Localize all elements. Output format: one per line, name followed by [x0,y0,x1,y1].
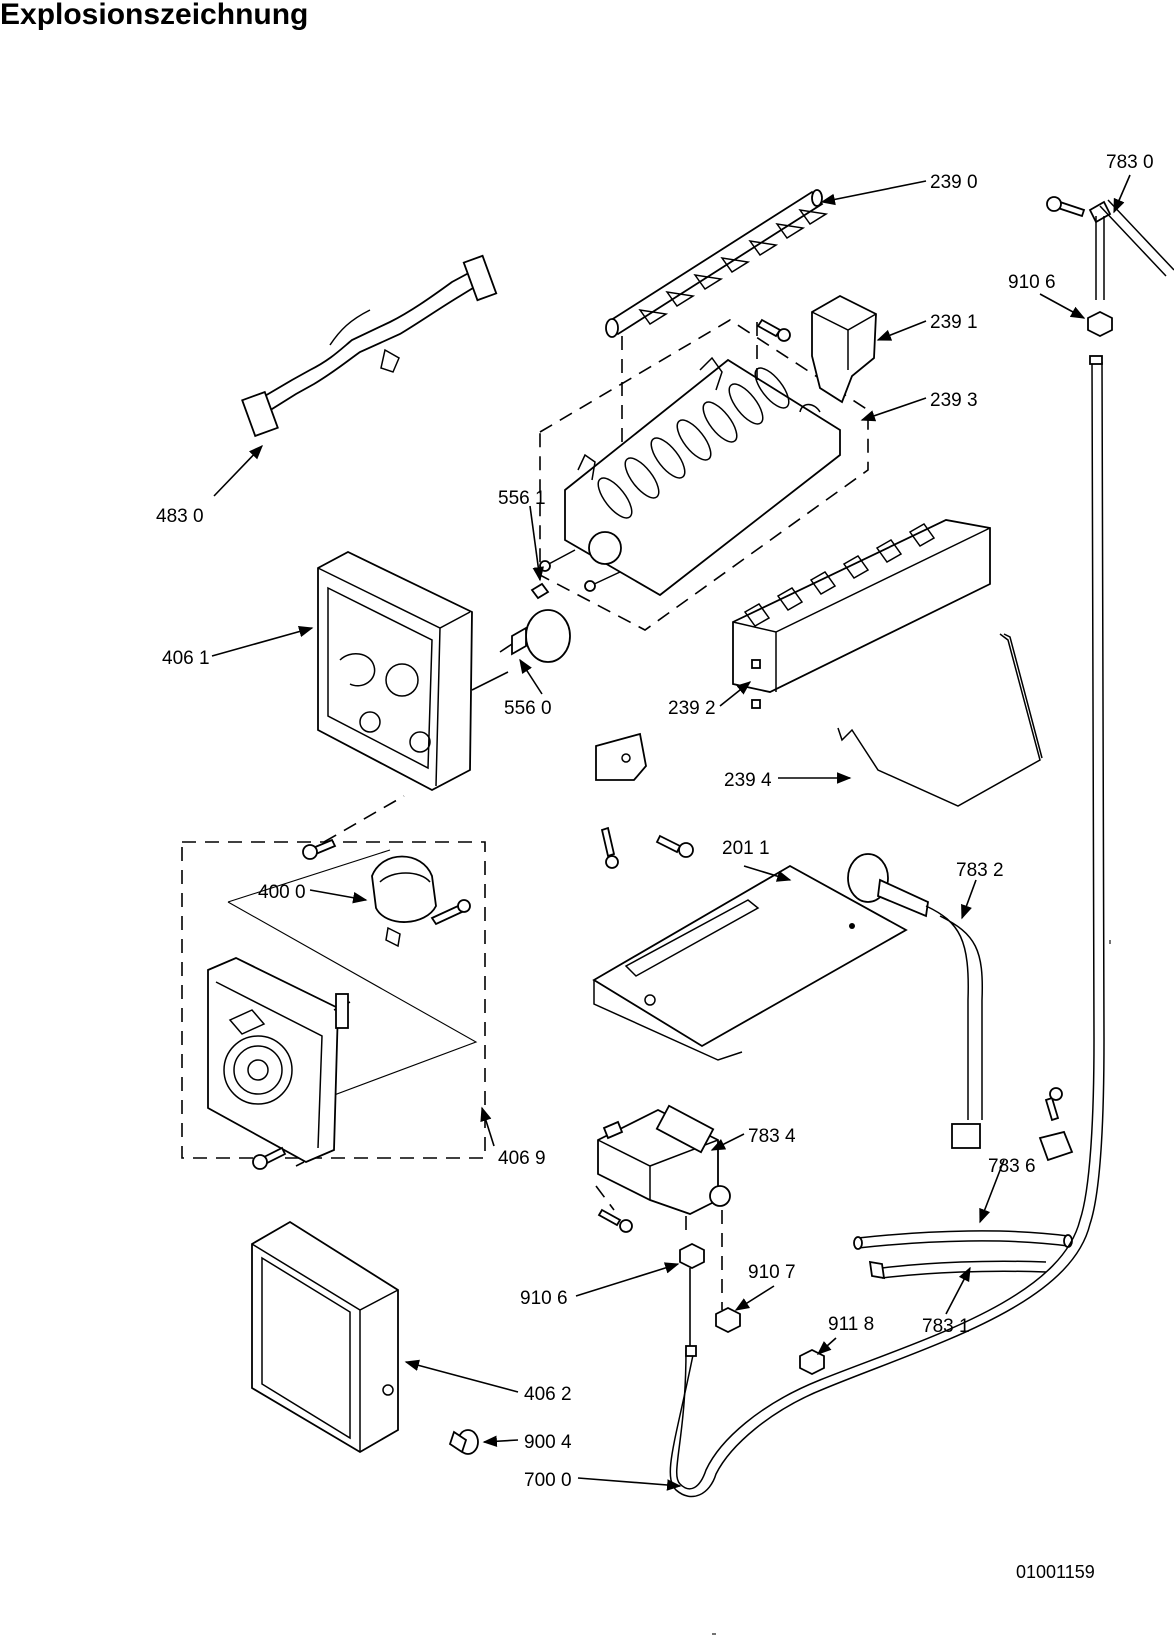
water-valve-part [597,1104,731,1215]
hose-part [847,853,984,1149]
callout-400-0: 400 0 [258,882,306,903]
ejector-part [605,189,829,338]
clamp-part [1038,1087,1074,1162]
tube-part [853,1230,1073,1280]
callout-239-4: 239 4 [724,770,772,791]
callout-783-6: 783 6 [988,1156,1036,1177]
module-housing-part [317,550,473,792]
callout-783-4: 783 4 [748,1126,796,1147]
fill-tube-part [1046,196,1174,300]
shutoff-arm-part [837,633,1043,807]
callout-483-0: 483 0 [156,506,204,527]
callout-910-6-bottom: 910 6 [520,1288,568,1309]
callout-783-2: 783 2 [956,860,1004,881]
wiring-harness-part [241,254,498,438]
motor-part [371,855,471,948]
front-cover-part [251,1220,399,1454]
nut-part [679,310,1113,1376]
callout-556-1: 556 1 [498,488,546,509]
stripper-part [732,519,991,709]
callout-910-7: 910 7 [748,1262,796,1283]
callout-239-3: 239 3 [930,390,978,411]
callout-labels: 239 0 783 0 910 6 239 1 239 3 483 0 556 … [156,152,1154,1491]
callout-783-1: 783 1 [922,1316,970,1337]
mold-part [539,356,841,597]
callout-700-0: 700 0 [524,1470,572,1491]
screw-part [756,318,791,342]
module-plate-part [207,957,351,1164]
plug-part [448,1429,479,1455]
callout-911-8: 911 8 [828,1314,874,1335]
callout-900-4: 900 4 [524,1432,572,1453]
callout-239-0: 239 0 [930,172,978,193]
callout-783-0: 783 0 [1106,152,1154,173]
bracket-part [595,732,647,781]
fill-cup-part [592,864,908,1061]
screw-part [252,826,694,1170]
callout-556-0: 556 0 [504,698,552,719]
callout-239-2: 239 2 [668,698,716,719]
page-title: Explosionszeichnung [0,0,309,31]
cover-part [811,294,877,404]
screw-part [597,1208,633,1233]
callout-910-6-top: 910 6 [1008,272,1056,293]
document-number: 01001159 [1016,1562,1095,1582]
callout-406-1: 406 1 [162,648,210,669]
callout-239-1: 239 1 [930,312,978,333]
callout-406-2: 406 2 [524,1384,572,1405]
thermostat-part [499,582,571,663]
callout-406-9: 406 9 [498,1148,546,1169]
leader-lines [211,174,1131,1491]
callout-201-1: 201 1 [722,838,770,859]
